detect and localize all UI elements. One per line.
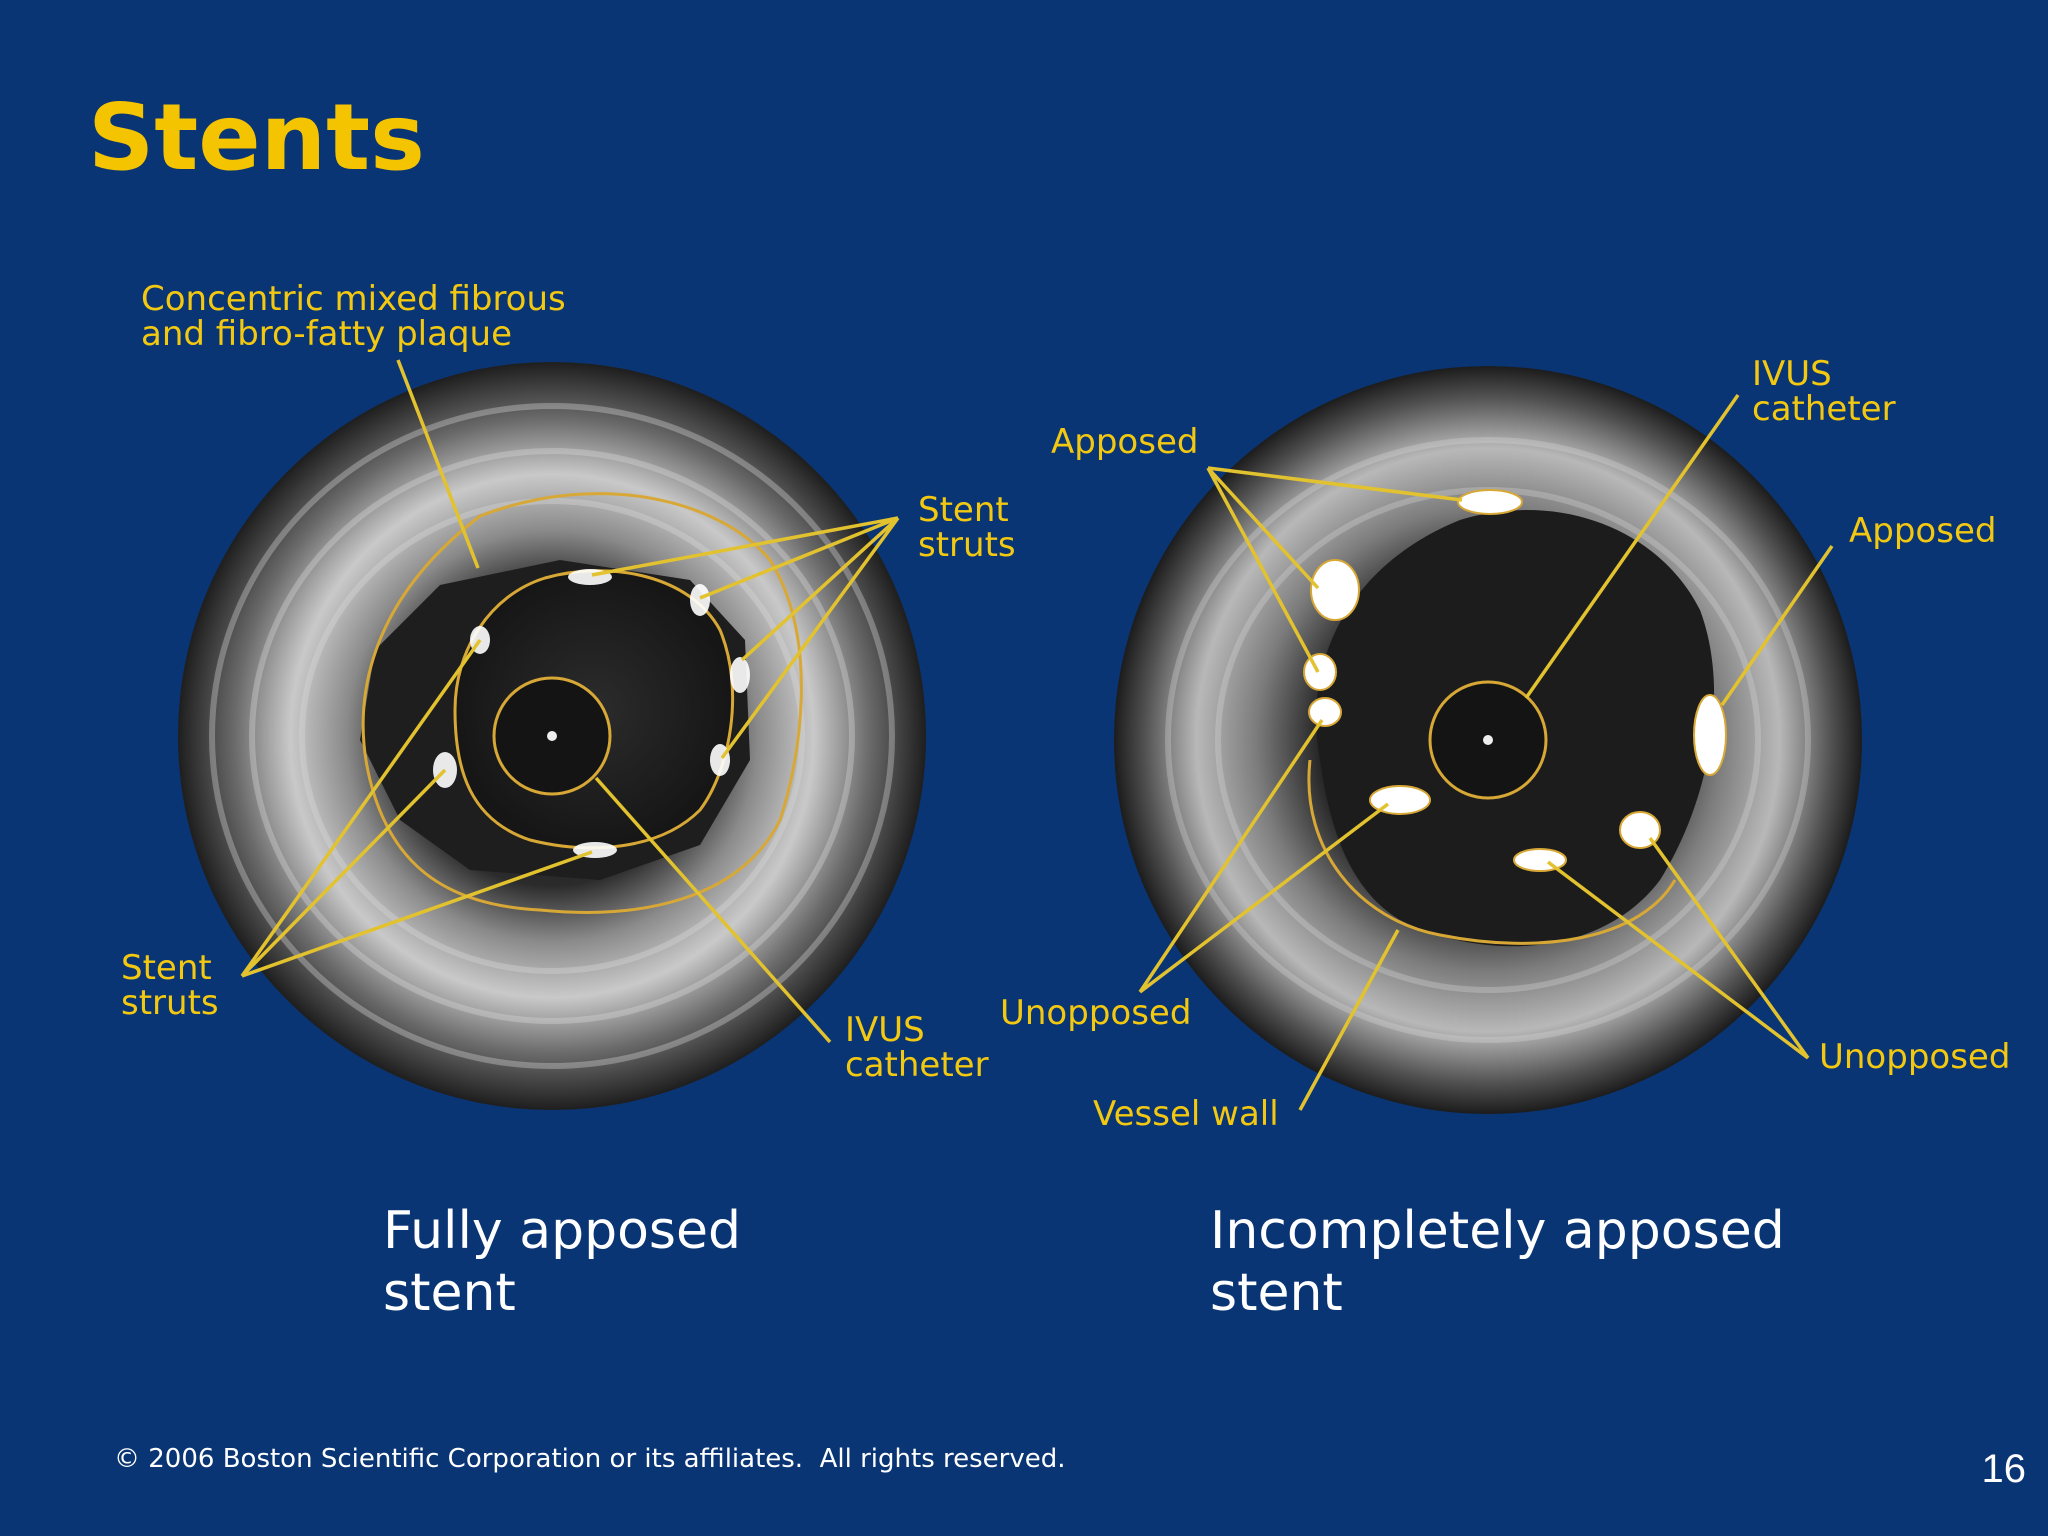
copyright-footer: © 2006 Boston Scientific Corporation or … (114, 1444, 1066, 1474)
page-number: 16 (1981, 1447, 2027, 1491)
label-plaque: Concentric mixed fibrous and fibro-fatty… (141, 279, 577, 354)
right-vessel-wall-outline (1307, 759, 1677, 945)
label-ivus-catheter-right: IVUS catheter (1752, 354, 1896, 429)
leader-lines (240, 359, 1834, 1111)
label-unopposed-right: Unopposed (1819, 1037, 2010, 1077)
left-ivus-image (178, 362, 926, 1110)
label-vessel-wall: Vessel wall (1093, 1094, 1279, 1134)
right-stent-struts (1303, 489, 1727, 872)
label-apposed-top: Apposed (1051, 422, 1198, 462)
caption-line: Incompletely apposed (1210, 1201, 1785, 1261)
label-stent-struts-left: Stent struts (121, 948, 223, 1023)
label-apposed-right: Apposed (1849, 511, 1996, 551)
slide-title: Stents (88, 84, 425, 191)
right-catheter-center (1483, 735, 1493, 745)
left-catheter-center (547, 731, 557, 741)
label-ivus-catheter-left: IVUS catheter (845, 1010, 989, 1085)
caption-line: Fully apposed (383, 1201, 742, 1261)
label-stent-struts-right: Stent struts (918, 490, 1020, 565)
label-unopposed-left: Unopposed (1000, 993, 1191, 1033)
right-ivus-image (1114, 366, 1862, 1114)
caption-line: stent (1210, 1263, 1343, 1323)
caption-line: stent (383, 1263, 516, 1323)
caption-fully-apposed: Fully apposed stent (383, 1200, 741, 1324)
caption-incompletely-apposed: Incompletely apposed stent (1210, 1200, 1785, 1324)
